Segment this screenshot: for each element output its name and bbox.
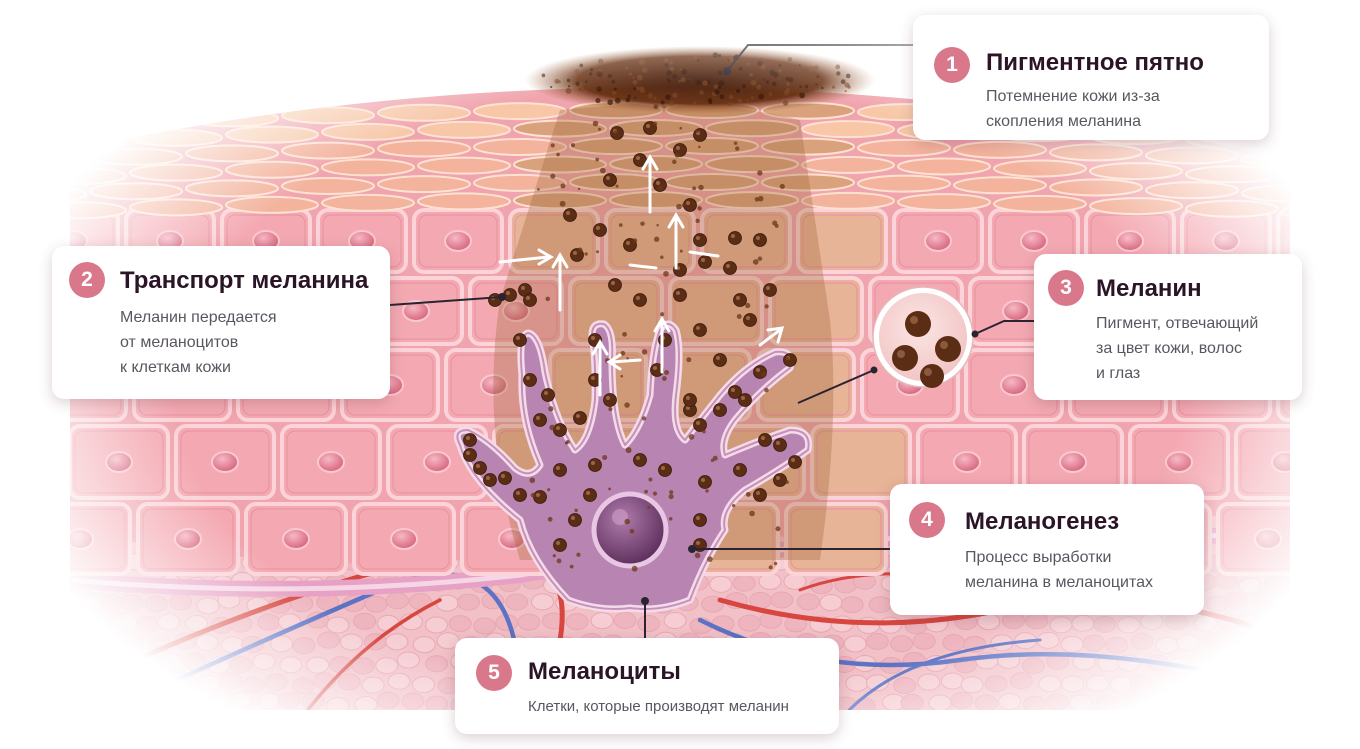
pigment-spot-texture bbox=[541, 52, 851, 110]
transport-arrows bbox=[498, 154, 785, 397]
callout-number-badge: 4 bbox=[909, 502, 945, 538]
callout-description: Пигмент, отвечающий за цвет кожи, волос … bbox=[1096, 315, 1259, 382]
leader-dots bbox=[498, 67, 979, 605]
callout-description: Клетки, которые производят меланин bbox=[528, 698, 789, 715]
callout-melanogenesis: 4 Меланогенез Процесс выработки меланина… bbox=[890, 484, 1204, 615]
callout-number-badge: 2 bbox=[69, 262, 105, 298]
callout-description: Меланин передается от меланоцитов к клет… bbox=[120, 309, 277, 376]
callout-pigment-spot: 1 Пигментное пятно Потемнение кожи из-за… bbox=[913, 15, 1269, 140]
melanin-zoom bbox=[872, 286, 974, 388]
callout-melanin-transport: 2 Транспорт меланина Меланин передается … bbox=[52, 246, 390, 399]
callout-number-badge: 1 bbox=[934, 47, 970, 83]
pigment-spot bbox=[525, 46, 875, 114]
callout-melanocytes: 5 Меланоциты Клетки, которые производят … bbox=[455, 638, 839, 734]
callout-title: Пигментное пятно bbox=[986, 49, 1204, 76]
callout-description: Процесс выработки меланина в меланоцитах bbox=[965, 549, 1153, 591]
callout-description: Потемнение кожи из-за скопления меланина bbox=[986, 88, 1160, 130]
leader-lines bbox=[389, 44, 1034, 638]
callout-title: Меланогенез bbox=[965, 508, 1120, 535]
callout-number-badge: 5 bbox=[476, 655, 512, 691]
callout-title: Меланоциты bbox=[528, 658, 681, 685]
callout-title: Транспорт меланина bbox=[120, 267, 369, 294]
callout-title: Меланин bbox=[1096, 275, 1202, 302]
callout-number-badge: 3 bbox=[1048, 270, 1084, 306]
callout-melanin: 3 Меланин Пигмент, отвечающий за цвет ко… bbox=[1034, 254, 1302, 400]
melanin-granules bbox=[463, 120, 802, 572]
